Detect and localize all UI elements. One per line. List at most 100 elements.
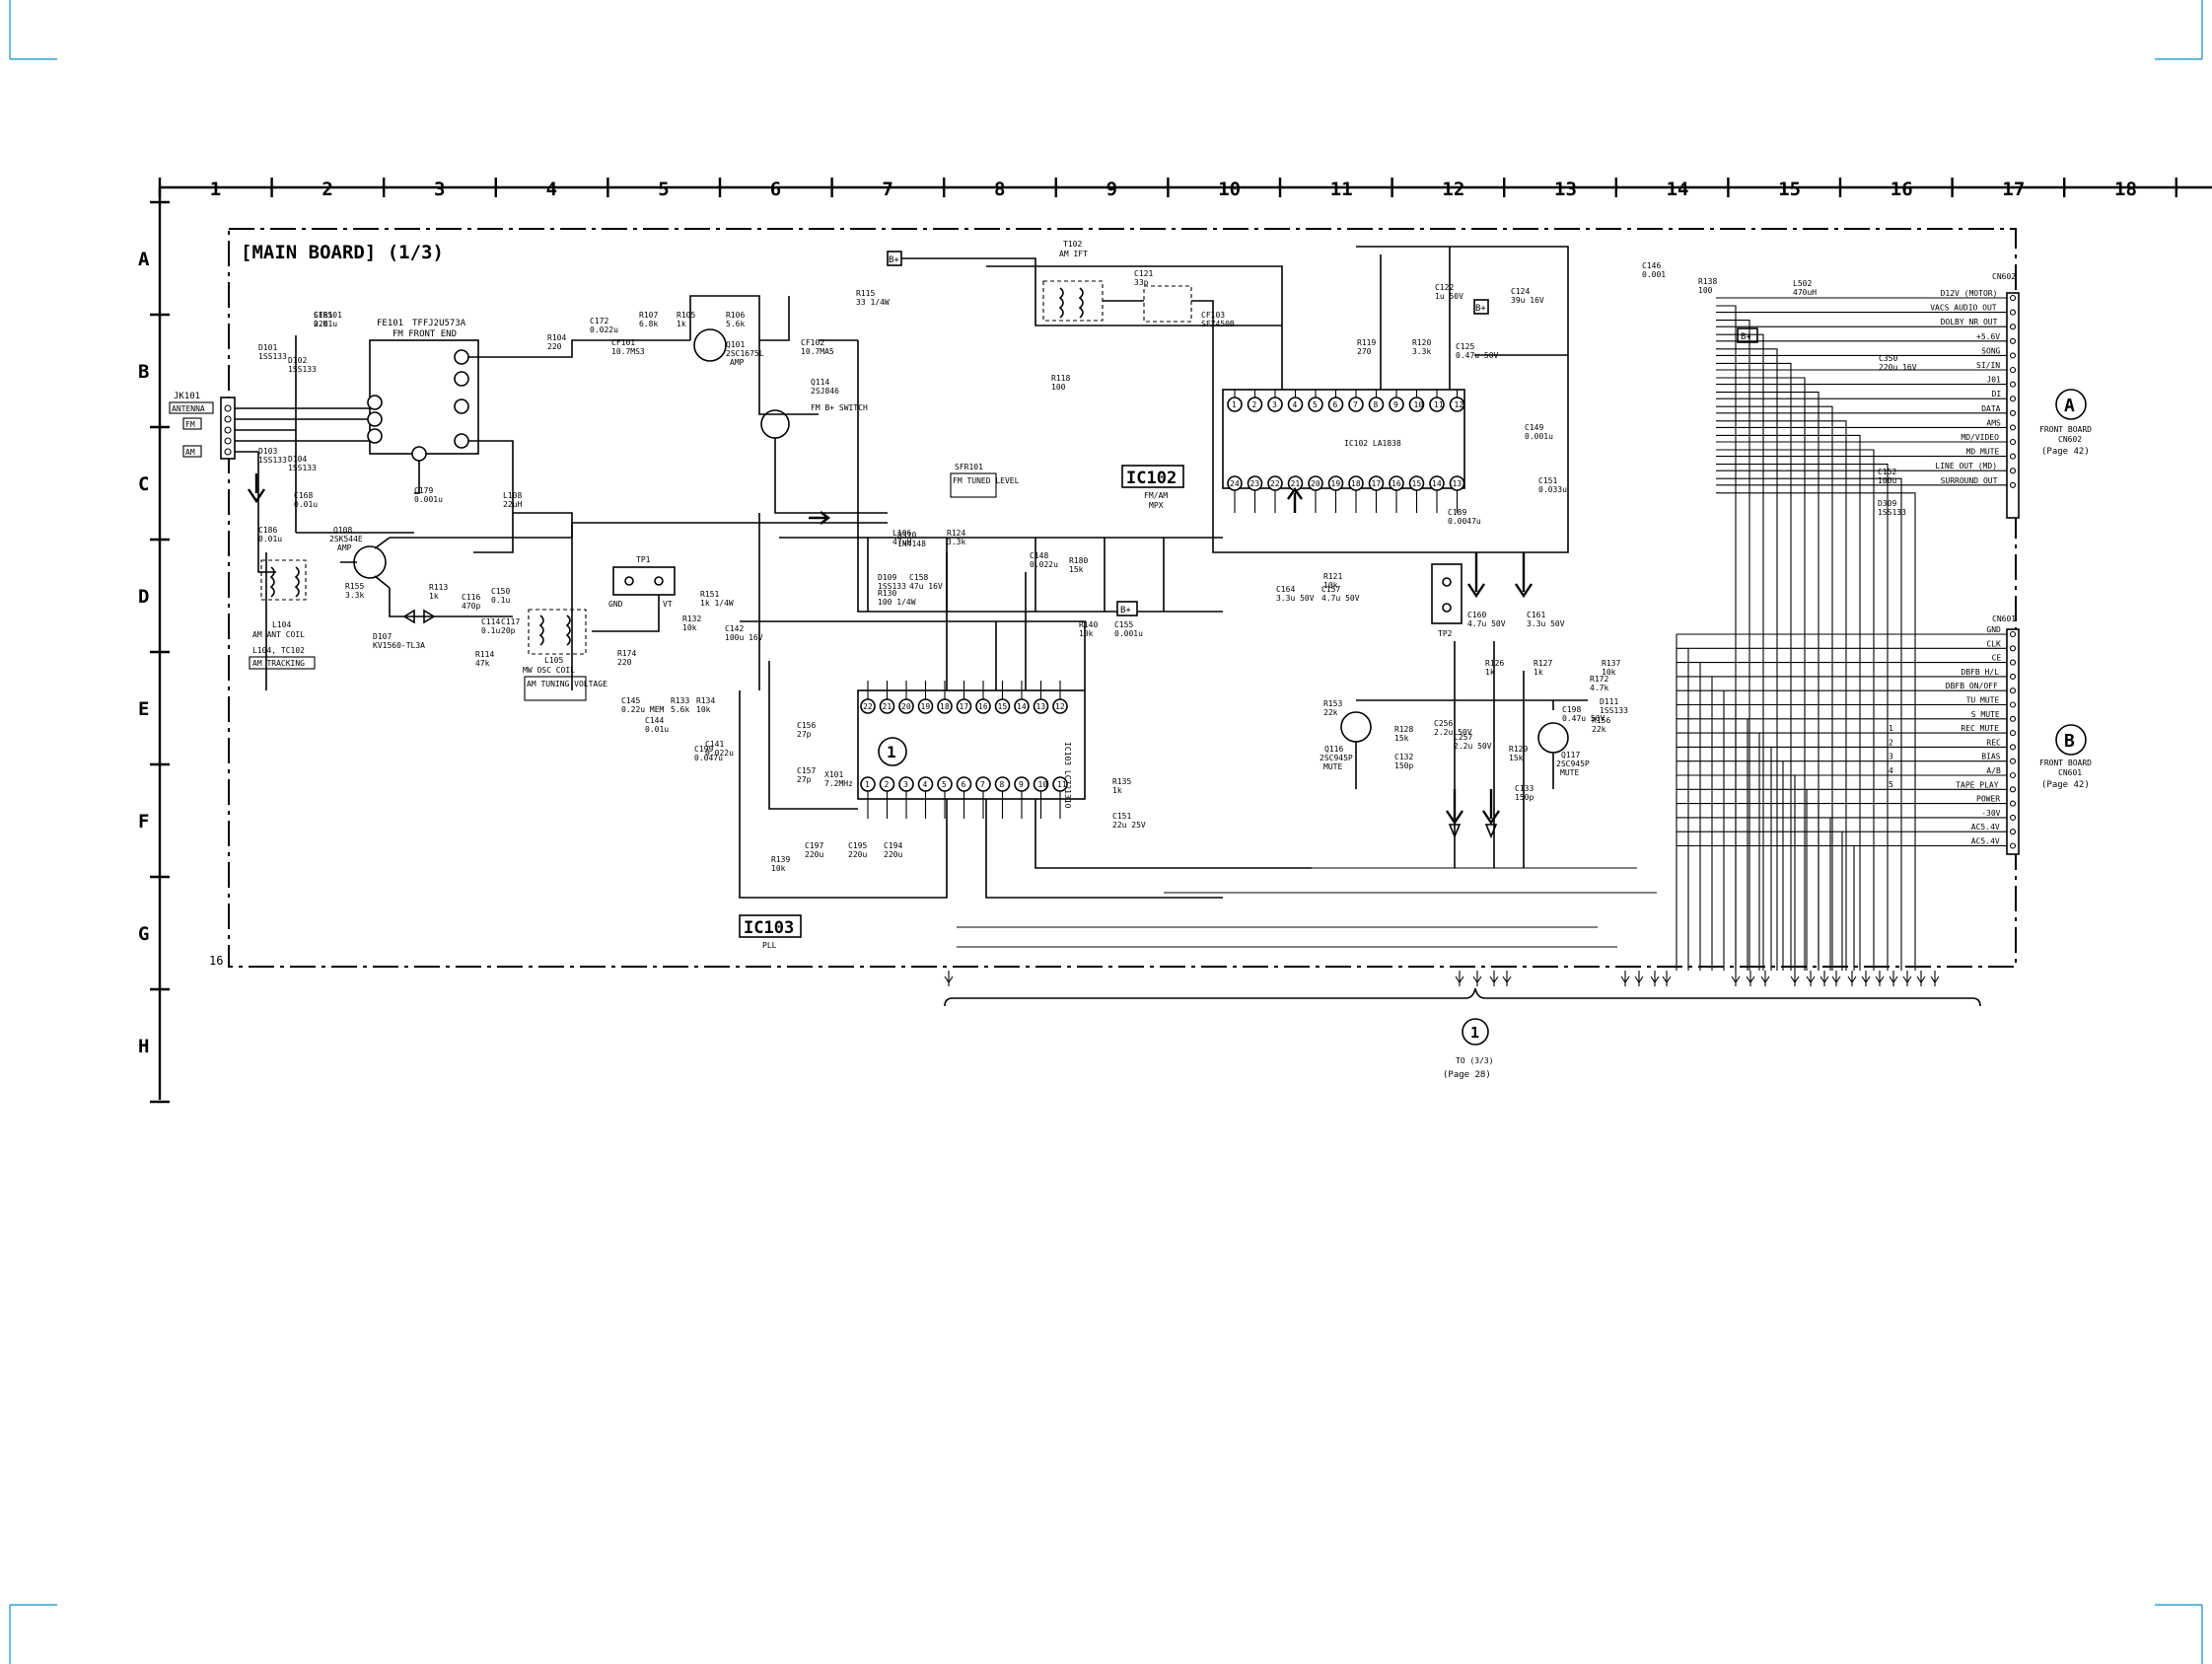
row-label: B xyxy=(138,361,149,383)
component-label: L502 xyxy=(1793,279,1812,288)
bus-arrow xyxy=(1790,976,1800,983)
component-label: CF101 xyxy=(611,338,635,347)
cn602-pin xyxy=(2009,438,2017,446)
ic103-pin-number: 14 xyxy=(1017,702,1027,711)
sfr101-ref: SFR101 xyxy=(955,463,983,471)
component-label: C164 xyxy=(1276,585,1295,594)
component-value: 0.47u 50V xyxy=(1562,714,1605,723)
ic103-pin-number: 17 xyxy=(960,702,969,711)
component-label: R151 xyxy=(700,590,719,599)
component-value: 0.01u xyxy=(294,500,318,509)
bus-arrow xyxy=(1489,976,1499,983)
component-label: R119 xyxy=(1357,338,1376,347)
component-label: C116 xyxy=(462,593,480,602)
column-label: 8 xyxy=(994,179,1005,200)
cn601-pin xyxy=(2009,771,2017,779)
ic103-pin-number: 11 xyxy=(1057,780,1067,789)
component-value: 0.47u 50V xyxy=(1456,351,1499,360)
component-value: 4.7k xyxy=(1590,684,1608,692)
component-value: 39u 16V xyxy=(1511,296,1544,305)
bplus-label-4: B+ xyxy=(1120,606,1131,615)
cn601-pin-label: DBFB H/L xyxy=(1961,668,1999,677)
component-label: C199 xyxy=(694,745,713,754)
q116-role: MUTE xyxy=(1323,762,1342,771)
component-value: 0.047u xyxy=(694,754,723,762)
cn602-pin-label: DI xyxy=(1992,390,2002,398)
row-label: C xyxy=(138,473,149,495)
ic102-part: IC102 LA1838 xyxy=(1344,439,1401,448)
cn601-pin xyxy=(2009,800,2017,807)
component-label: C194 xyxy=(884,841,902,850)
cn601-pin xyxy=(2009,730,2017,737)
component-label: R105 xyxy=(677,311,695,320)
bplus-label-2: B+ xyxy=(1475,304,1486,314)
ic102-pin-number: 24 xyxy=(1230,479,1240,488)
ic103-pin-number: 5 xyxy=(942,780,947,789)
component-label: R104 xyxy=(547,333,566,342)
grid-frame xyxy=(150,178,2212,1104)
cn602-pin xyxy=(2009,409,2017,416)
component-value: 0.0047u xyxy=(1448,517,1481,526)
component-label: R126 xyxy=(1485,659,1504,668)
component-label: C168 xyxy=(294,491,313,500)
bus-arrow xyxy=(1455,976,1464,983)
am-tracking-box: AM TRACKING xyxy=(252,659,305,668)
component-label: C161 xyxy=(1527,611,1545,619)
ic102-desc-1: FM/AM xyxy=(1144,491,1168,500)
ic102-pin-number: 12 xyxy=(1455,400,1464,409)
bus-arrow xyxy=(1820,976,1829,983)
board-title: [MAIN BOARD] (1/3) xyxy=(241,242,444,263)
component-label: D109 xyxy=(878,573,896,582)
ic103-pin-number: 3 xyxy=(903,780,908,789)
component-value: 0.1u xyxy=(481,626,500,635)
component-label: C141 xyxy=(705,740,724,749)
cn601-pin-label: DBFB ON/OFF xyxy=(1946,682,1998,690)
am-ant-coil-ref: L104 xyxy=(272,620,291,629)
column-label: 4 xyxy=(546,179,557,200)
ic103-pin-number: 1 xyxy=(865,780,870,789)
component-value: 10.7MS3 xyxy=(611,347,645,356)
row-label: A xyxy=(138,249,150,270)
am-tuning-voltage-box: AM TUNING VOLTAGE xyxy=(527,680,607,688)
component-value: 220 xyxy=(547,342,562,351)
cn601-ref2: CN601 xyxy=(2058,768,2082,777)
cn602-pin xyxy=(2009,366,2017,374)
cn602-pin-label: SI/IN xyxy=(1976,361,2000,370)
component-label: C156 xyxy=(797,721,816,730)
ic103-pin-number: 9 xyxy=(1019,780,1024,789)
component-label: D111 xyxy=(1600,697,1618,706)
l104-tc102-ref: L104, TC102 xyxy=(252,646,305,655)
ic102-pin-number: 7 xyxy=(1353,400,1358,409)
component-value: 0.022u xyxy=(590,326,618,334)
component-label: R140 xyxy=(1079,620,1098,629)
bus-arrow xyxy=(1831,976,1841,983)
bus-arrow xyxy=(1916,976,1926,983)
component-label: C197 xyxy=(805,841,823,850)
cn602-pin xyxy=(2009,337,2017,344)
cn602-pin xyxy=(2009,309,2017,316)
component-value: 4.7u 50V xyxy=(1321,594,1360,603)
cn602-pin xyxy=(2009,396,2017,402)
q101-role: AMP xyxy=(730,358,745,367)
q117-role: MUTE xyxy=(1560,768,1579,777)
component-label: R133 xyxy=(671,696,689,705)
q101-ref: Q101 xyxy=(726,340,745,349)
component-label: C124 xyxy=(1511,287,1530,296)
component-label: C145 xyxy=(621,696,640,705)
component-label: D309 xyxy=(1878,499,1896,508)
ic103-ref: IC103 xyxy=(744,918,794,938)
component-value: 3.3u 50V xyxy=(1527,619,1565,628)
component-value: 22u 25V xyxy=(1112,821,1146,830)
component-label: R134 xyxy=(696,696,715,705)
component-value: 15k xyxy=(1394,734,1409,743)
component-value: 0.001u xyxy=(414,495,443,504)
cn602-ref2: CN602 xyxy=(2058,435,2082,444)
component-value: 15k xyxy=(1509,754,1524,762)
bus-reference: 1 TO (3/3) (Page 28) xyxy=(944,987,1981,1080)
fm-label: FM xyxy=(185,420,195,429)
front-end-ref: FE101 xyxy=(377,319,403,328)
cn602-pin xyxy=(2009,381,2017,388)
